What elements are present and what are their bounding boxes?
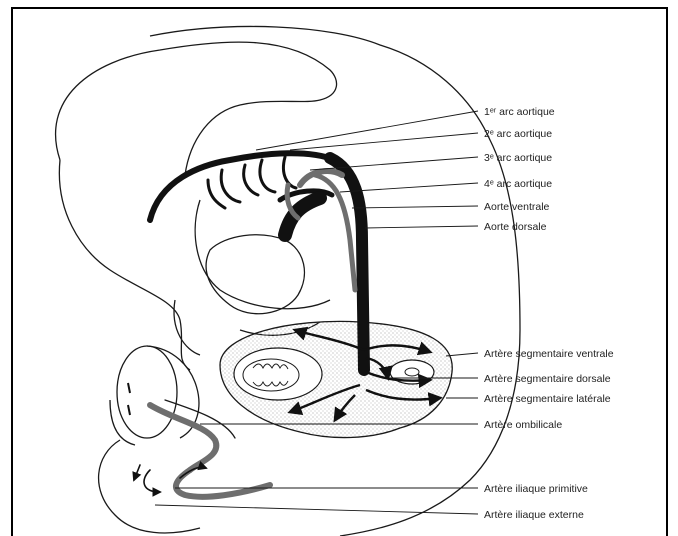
label-artere-iliaque-externe: Artère iliaque externe [484, 509, 584, 521]
label-arc-4: 4ᵉ arc aortique [484, 178, 552, 190]
label-artere-segmentaire-laterale: Artère segmentaire latérale [484, 393, 611, 405]
label-aorte-ventrale: Aorte ventrale [484, 201, 550, 213]
label-artere-segmentaire-dorsale: Artère segmentaire dorsale [484, 373, 611, 385]
label-aorte-dorsale: Aorte dorsale [484, 221, 547, 233]
label-arc-3: 3ᵉ arc aortique [484, 152, 552, 164]
label-arc-1: 1ᵉʳ arc aortique [484, 106, 555, 118]
label-artere-iliaque-primitive: Artère iliaque primitive [484, 483, 588, 495]
label-artere-segmentaire-ventrale: Artère segmentaire ventrale [484, 348, 614, 360]
embryo-outline [56, 26, 520, 536]
label-arc-2: 2ᵉ arc aortique [484, 128, 552, 140]
labels: 1ᵉʳ arc aortique 2ᵉ arc aortique 3ᵉ arc … [484, 106, 614, 521]
label-artere-ombilicale: Artère ombilicale [484, 419, 562, 431]
